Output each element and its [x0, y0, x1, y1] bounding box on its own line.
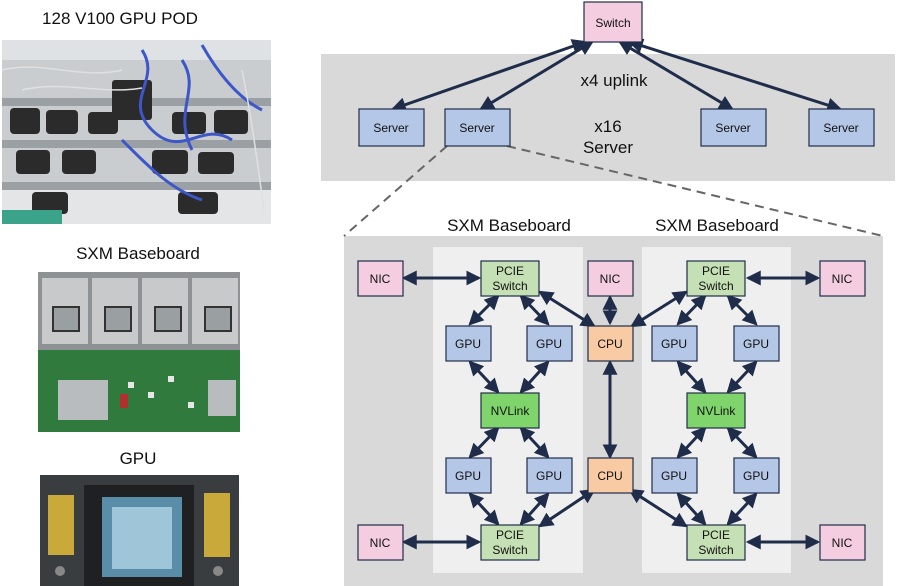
nic-label-ct: NIC: [600, 272, 621, 286]
pcie-lt-line1: PCIE: [496, 264, 524, 278]
uplink-label: x4 uplink: [580, 71, 648, 90]
nic-center-top: [587, 260, 634, 297]
pcie-lb-line1: PCIE: [496, 528, 524, 542]
nic-right-bottom: [819, 524, 866, 561]
link-gpu-pcie-l3: [468, 492, 500, 526]
gpu-pod-photo: [2, 40, 271, 224]
nic-label-lt: NIC: [370, 272, 391, 286]
link-gpu-nvlink-r1: [676, 360, 707, 394]
uplink-arrow-2: [479, 40, 594, 111]
nic-label-rb: NIC: [832, 536, 853, 550]
baseboard-left-title: SXM Baseboard: [447, 216, 571, 235]
nvlink-left: [480, 392, 540, 429]
sxm-baseboard-photo: [38, 272, 240, 432]
link-pcie-gpu-r2: [726, 294, 758, 326]
pcie-rt-line1: PCIE: [702, 264, 730, 278]
gpu-box-l1: [445, 325, 492, 362]
gpu-photo: [40, 475, 239, 586]
server-box-3: [700, 108, 767, 147]
gpu-box-l2: [526, 325, 573, 362]
gpu-label-r2: GPU: [743, 337, 769, 351]
cpu-bottom: [587, 457, 634, 494]
server-label-2: Server: [459, 121, 494, 135]
cpu-top: [587, 325, 634, 362]
nic-right-top: [819, 260, 866, 297]
server-count-line2: Server: [583, 138, 633, 157]
server-box-1: [358, 108, 425, 147]
top-switch: [583, 1, 643, 43]
nic-label-rt: NIC: [832, 272, 853, 286]
link-pcie-cpu-rt: [630, 290, 688, 328]
link-pcie-gpu-l1: [468, 294, 500, 326]
gpu-box-l3: [445, 457, 492, 494]
link-gpu-nvlink-l2: [519, 360, 550, 394]
nvlink-left-label: NVLink: [491, 404, 531, 418]
nic-boxes: NIC NIC NIC NIC NIC: [357, 260, 866, 561]
nvlink-right: [686, 392, 746, 429]
gpu-box-r4: [733, 457, 780, 494]
server-label-3: Server: [715, 121, 750, 135]
gpu-label-l1: GPU: [455, 337, 481, 351]
pcie-lb-line2: Switch: [492, 543, 527, 557]
pcie-lt-line2: Switch: [492, 279, 527, 293]
nvlink-boxes: NVLink NVLink: [480, 392, 746, 429]
baseboard-right-title: SXM Baseboard: [655, 216, 779, 235]
zoom-line-left: [343, 145, 448, 237]
gpu-box-r2: [733, 325, 780, 362]
pcie-rb-line1: PCIE: [702, 528, 730, 542]
top-switch-label: Switch: [595, 16, 630, 30]
link-cpu-pcie-rb: [628, 488, 688, 528]
pcie-rb-line2: Switch: [698, 543, 733, 557]
pcie-switch-left-bottom: [480, 524, 540, 561]
gpu-label-l3: GPU: [455, 469, 481, 483]
link-nvlink-gpu-r3: [676, 426, 707, 459]
server-boxes: Server Server Server Server: [358, 108, 875, 147]
pcie-switch-right-bottom: [686, 524, 746, 561]
pcie-rt-line2: Switch: [698, 279, 733, 293]
gpu-box-r3: [651, 457, 698, 494]
cpu-bottom-label: CPU: [597, 469, 622, 483]
baseboard-photo-title: SXM Baseboard: [76, 244, 200, 263]
uplink-arrow-4: [627, 38, 843, 113]
pcie-switch-left-top: [480, 260, 540, 297]
gpu-boxes: GPU GPU GPU GPU GPU GPU GPU GPU: [445, 325, 780, 494]
gpu-box-l4: [526, 457, 573, 494]
nic-left-bottom: [357, 524, 404, 561]
gpu-label-l2: GPU: [536, 337, 562, 351]
server-box-4: [808, 108, 875, 147]
link-gpu-nvlink-r2: [726, 360, 758, 394]
nic-label-lb: NIC: [370, 536, 391, 550]
zoom-line-right: [506, 145, 884, 237]
link-nvlink-gpu-r4: [726, 426, 758, 459]
nic-left-top: [357, 260, 404, 297]
gpu-label-r1: GPU: [661, 337, 687, 351]
link-nvlink-gpu-l4: [519, 426, 550, 459]
link-gpu-nvlink-l1: [468, 360, 500, 394]
nvlink-right-label: NVLink: [697, 404, 737, 418]
server-label-1: Server: [373, 121, 408, 135]
link-gpu-pcie-r4: [726, 492, 758, 526]
gpu-label-r3: GPU: [661, 469, 687, 483]
pcie-switch-right-top: [686, 260, 746, 297]
pcie-switch-boxes: PCIE Switch PCIE Switch PCIE Switch PCIE…: [480, 260, 746, 561]
server-label-4: Server: [823, 121, 858, 135]
pod-photo-title: 128 V100 GPU POD: [42, 9, 198, 28]
gpu-label-l4: GPU: [536, 469, 562, 483]
gpu-photo-title: GPU: [119, 449, 157, 468]
link-nvlink-gpu-l3: [468, 426, 500, 459]
link-cpu-pcie-lb: [538, 488, 596, 528]
gpu-label-r4: GPU: [743, 469, 769, 483]
link-pcie-cpu-lt: [538, 290, 596, 328]
gpu-box-r1: [651, 325, 698, 362]
cpu-top-label: CPU: [597, 337, 622, 351]
server-box-2: [444, 108, 511, 147]
server-count-line1: x16: [594, 117, 621, 136]
cpu-boxes: CPU CPU: [587, 325, 634, 494]
